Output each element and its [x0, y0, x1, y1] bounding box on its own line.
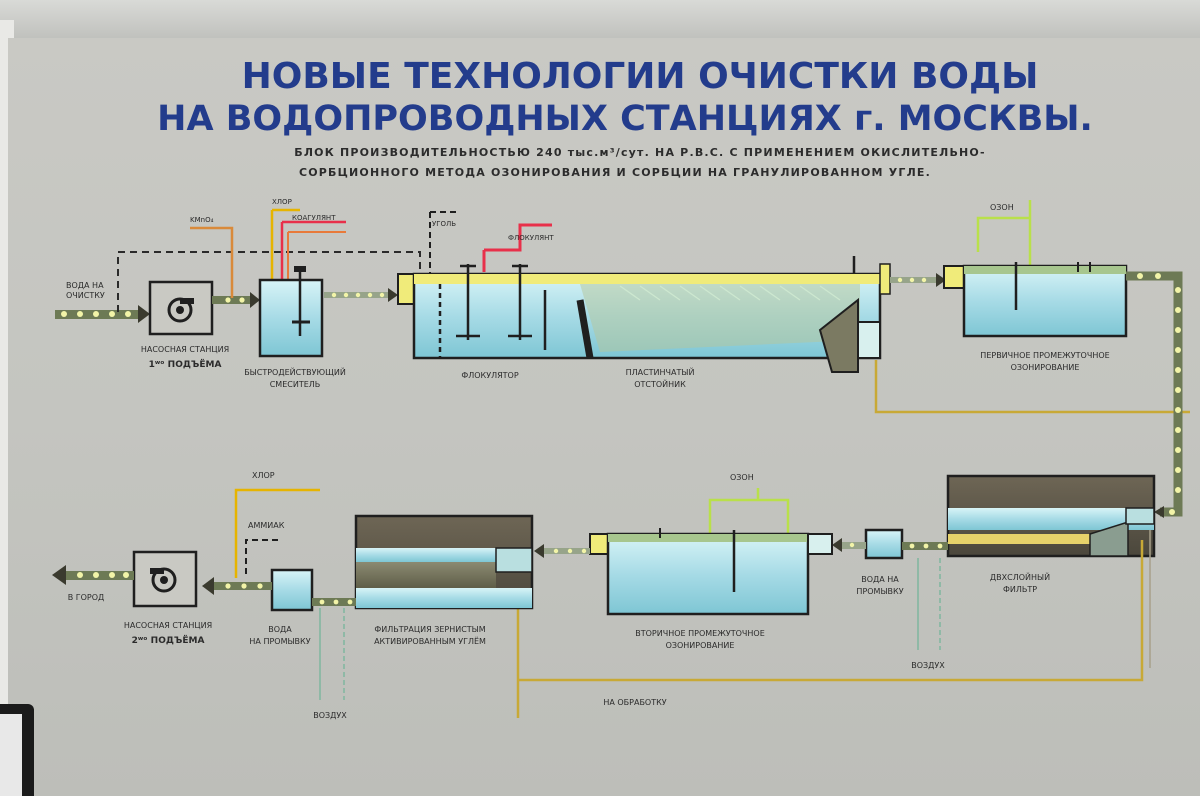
- title-line-1: НОВЫЕ ТЕХНОЛОГИИ ОЧИСТКИ ВОДЫ: [242, 56, 1039, 97]
- flow-arrow-to-city: [52, 565, 134, 585]
- rapid-mixer-tank: [260, 266, 322, 356]
- label-air-left: ВОЗДУХ: [313, 711, 347, 720]
- label-primary-ozonation-line-1: ПЕРВИЧНОЕ ПРОМЕЖУТОЧНОЕ: [980, 351, 1109, 360]
- label-air-right: ВОЗДУХ: [911, 661, 945, 670]
- flow-arrow-to-carbon-filter: [534, 544, 590, 558]
- primary-ozonation-tank: [944, 262, 1126, 336]
- label-pump-1-line-1: НАСОСНАЯ СТАНЦИЯ: [141, 345, 229, 354]
- label-two-layer-filter-line-2: ФИЛЬТР: [1003, 585, 1037, 594]
- label-flocculant: ФЛОКУЛЯНТ: [508, 234, 554, 242]
- pipe-air-right: [918, 558, 940, 650]
- label-pump-2-line-2: 2ʷᵒ ПОДЪЁМА: [132, 635, 205, 646]
- secondary-ozonation-tank: [590, 528, 832, 614]
- monitor-corner: [0, 704, 34, 796]
- label-wash-left-line-1: ВОДА: [268, 625, 292, 634]
- label-secondary-ozonation-line-1: ВТОРИЧНОЕ ПРОМЕЖУТОЧНОЕ: [635, 629, 765, 638]
- label-coal: УГОЛЬ: [432, 220, 456, 228]
- wash-water-tank-left: [272, 570, 356, 610]
- flow-arrow-water-in: [55, 305, 150, 323]
- label-settler-line-1: ПЛАСТИНЧАТЫЙ: [626, 366, 695, 377]
- label-mixer-line-1: БЫСТРОДЕЙСТВУЮЩИЙ: [244, 366, 346, 377]
- flow-arrow-pump-to-mixer: [212, 292, 260, 308]
- activated-carbon-filter: [356, 516, 532, 608]
- label-to-treatment: НА ОБРАБОТКУ: [603, 698, 666, 707]
- label-ozone-top: ОЗОН: [990, 203, 1014, 212]
- flocculator-settler-block: [398, 256, 890, 372]
- label-secondary-ozonation-line-2: ОЗОНИРОВАНИЕ: [666, 641, 735, 650]
- label-flocculator: ФЛОКУЛЯТОР: [461, 371, 519, 380]
- label-chlor-top: ХЛОР: [272, 198, 292, 206]
- label-ozone-bottom: ОЗОН: [730, 473, 754, 482]
- label-two-layer-filter-line-1: ДВХСЛОЙНЫЙ: [990, 571, 1050, 582]
- pump-station-1: [150, 282, 212, 334]
- two-layer-filter: [948, 476, 1154, 556]
- subtitle-line-1: БЛОК ПРОИЗВОДИТЕЛЬНОСТЬЮ 240 тыс.м³/сут.…: [294, 146, 986, 159]
- label-to-city: В ГОРОД: [68, 593, 105, 602]
- pipe-air-left: [320, 608, 344, 700]
- subtitle-line-2: СОРБЦИОННОГО МЕТОДА ОЗОНИРОВАНИЯ И СОРБЦ…: [299, 166, 931, 179]
- pipe-chlor-bottom: [236, 490, 320, 578]
- pump-station-2: [134, 552, 196, 606]
- label-wash-left-line-2: НА ПРОМЫВКУ: [249, 637, 310, 646]
- label-carbon-filter-line-1: ФИЛЬТРАЦИЯ ЗЕРНИСТЫМ: [374, 625, 485, 634]
- label-wash-right-line-1: ВОДА НА: [861, 575, 899, 584]
- label-pump-1-line-2: 1ʷᵒ ПОДЪЁМА: [149, 359, 222, 370]
- flow-arrow-settler-to-ozonation: [890, 273, 946, 287]
- label-pump-2-line-1: НАСОСНАЯ СТАНЦИЯ: [124, 621, 212, 630]
- label-carbon-filter-line-2: АКТИВИРОВАННЫМ УГЛЁМ: [374, 636, 486, 646]
- label-kmno4: KMnO₄: [190, 216, 214, 224]
- label-settler-line-2: ОТСТОЙНИК: [634, 378, 686, 389]
- label-coagulant: КОАГУЛЯНТ: [292, 214, 336, 222]
- label-ammonia: АММИАК: [248, 521, 285, 530]
- flow-arrow-to-pump-2: [202, 577, 272, 595]
- flow-arrow-mixer-to-flocculator: [324, 288, 398, 302]
- label-wash-right-line-2: ПРОМЫВКУ: [856, 587, 903, 596]
- title-line-2: НА ВОДОПРОВОДНЫХ СТАНЦИЯХ г. МОСКВЫ.: [157, 99, 1093, 139]
- label-primary-ozonation-line-2: ОЗОНИРОВАНИЕ: [1011, 363, 1080, 372]
- label-mixer-line-2: СМЕСИТЕЛЬ: [270, 380, 321, 389]
- label-chlor-bottom: ХЛОР: [252, 471, 275, 480]
- wash-water-tank-right: [866, 530, 948, 558]
- pipe-coagulant-2: [288, 232, 346, 285]
- flow-arrow-to-secondary: [832, 538, 866, 552]
